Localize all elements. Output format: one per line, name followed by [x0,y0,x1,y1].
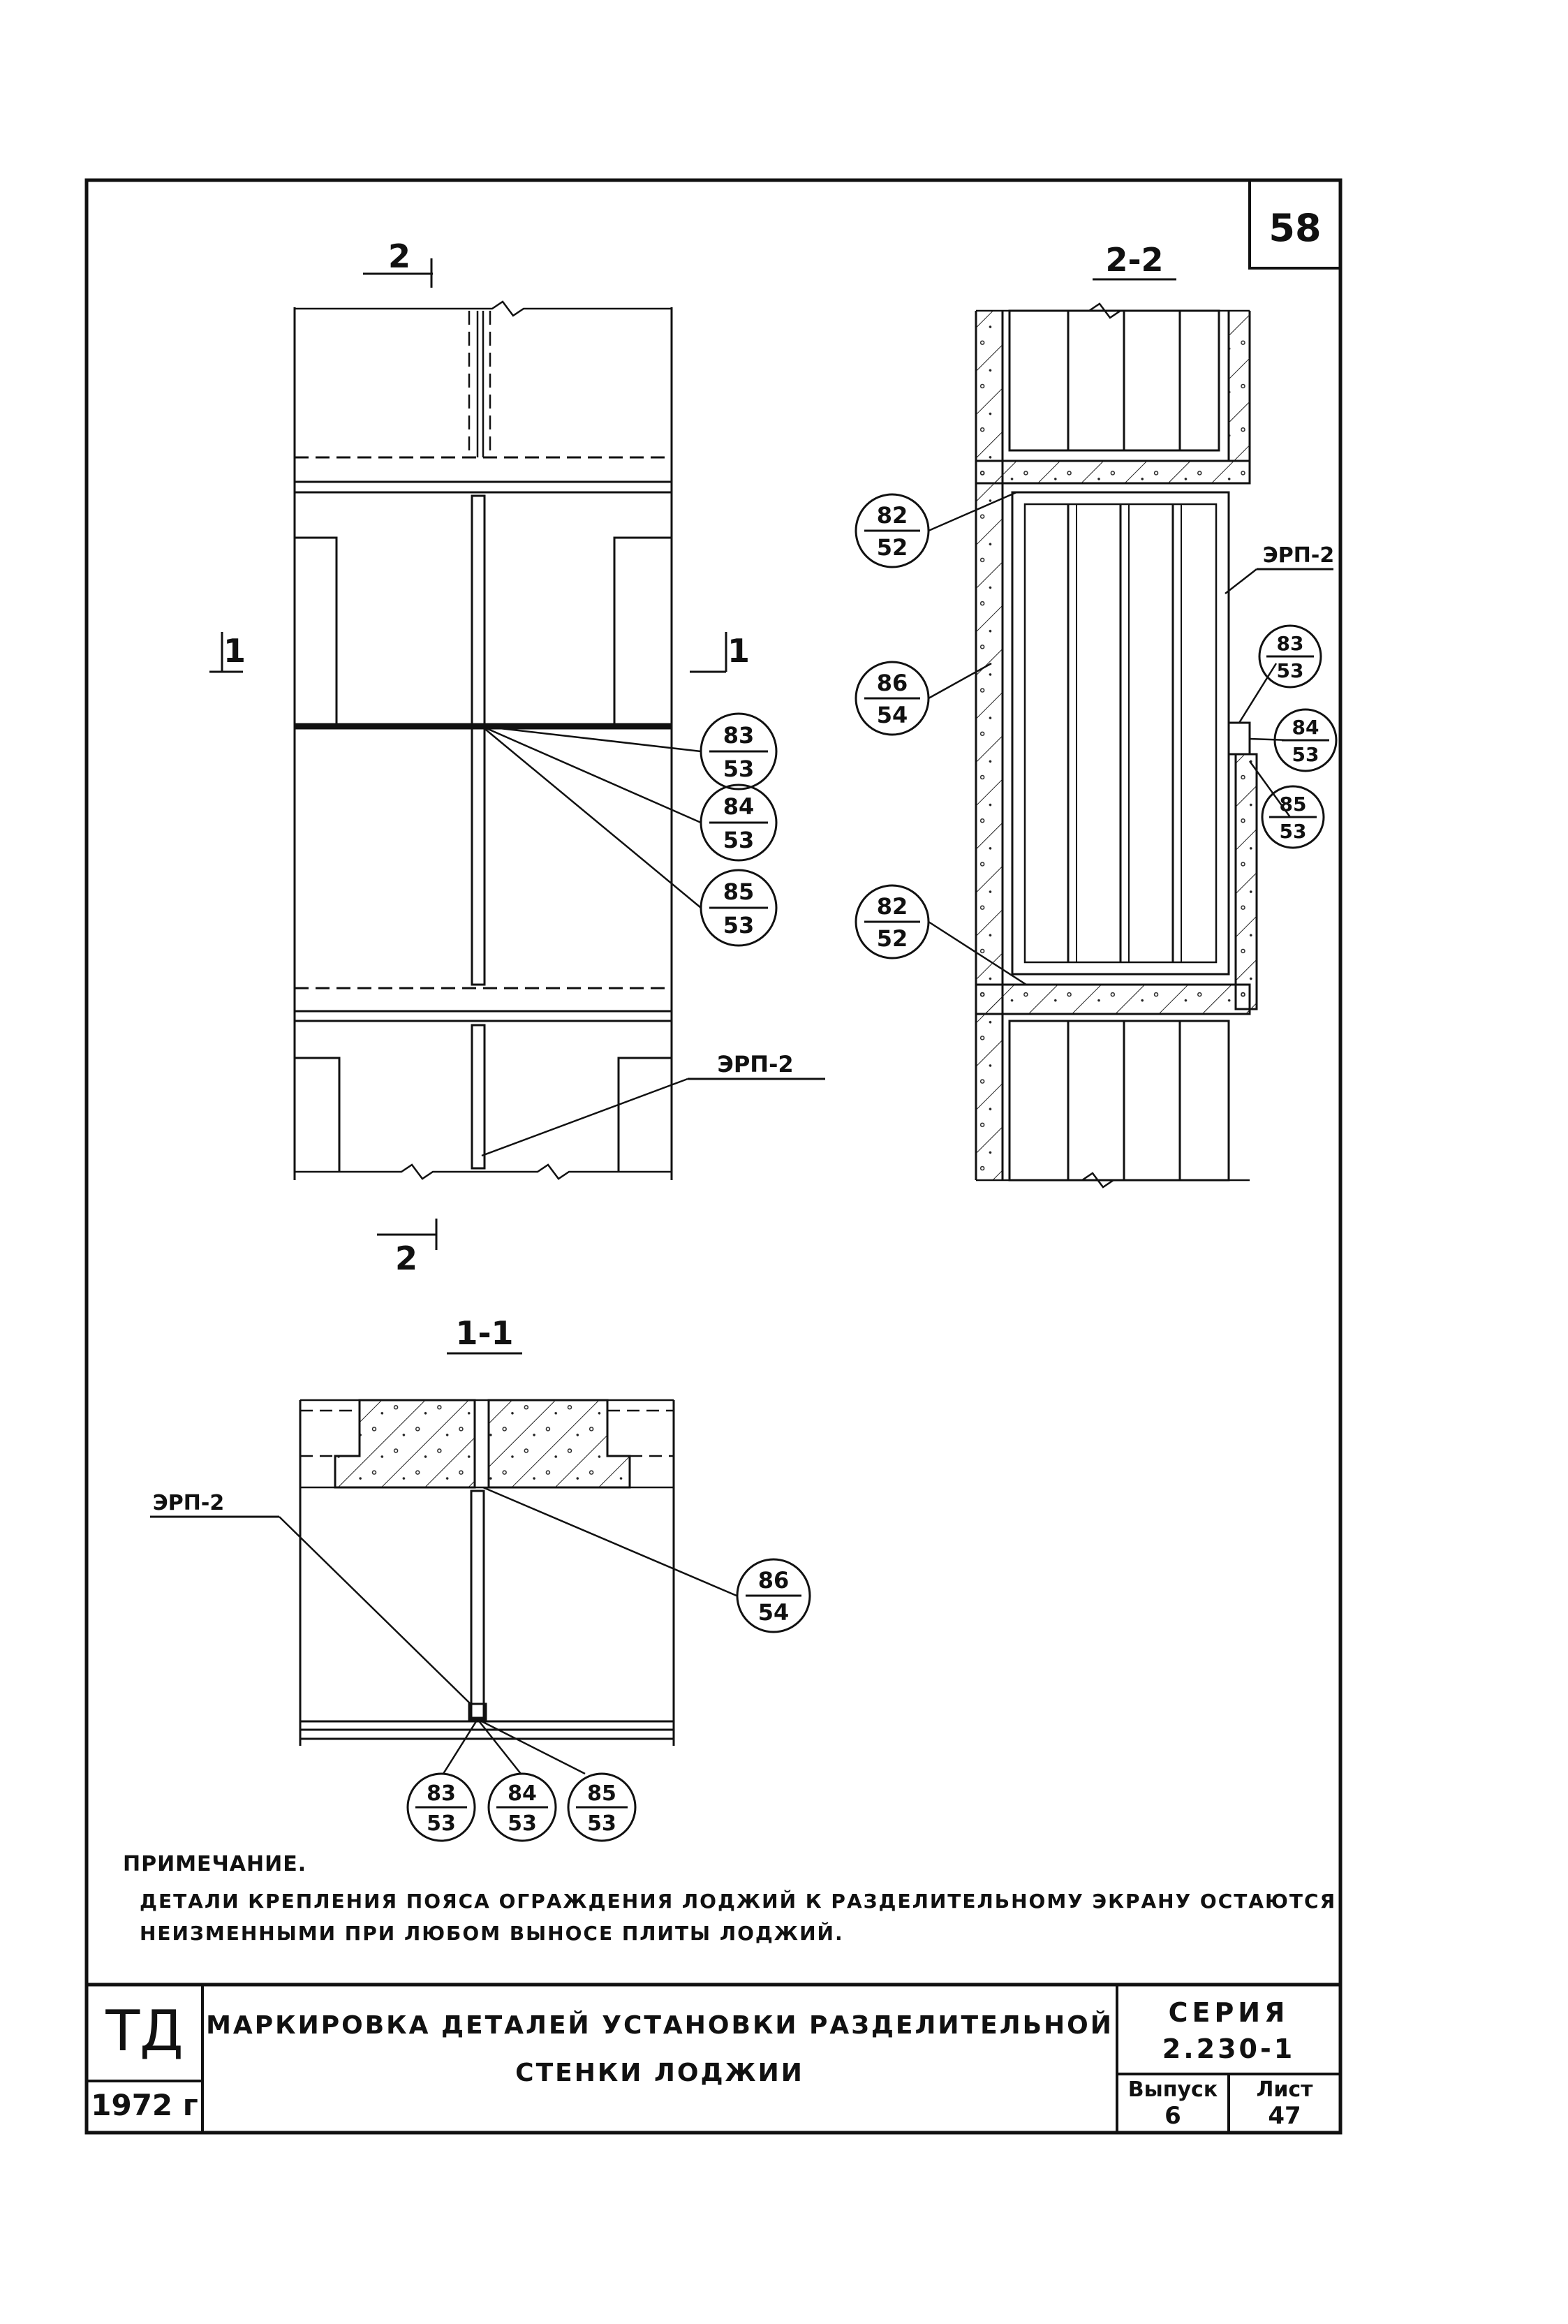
title-block-year: 1972 г [91,2088,198,2122]
s22-callout-85-53: 85 53 [1261,785,1325,849]
sheet-number: 58 [1269,206,1321,250]
s11-callout-83-53: 83 53 [406,1772,476,1842]
svg-text:84: 84 [1292,716,1319,739]
title-block-sheet-value: 47 [1268,2102,1301,2130]
title-block-title-line-2: СТЕНКИ ЛОДЖИИ [515,2059,804,2087]
svg-text:86: 86 [758,1567,790,1594]
title-block-org: ТД [105,1999,184,2064]
plan-callout-84-53: 84 53 [700,784,778,862]
section-1-1-panel-label: ЭРП-2 [153,1491,224,1515]
svg-text:82: 82 [877,893,908,920]
s11-callout-84-53: 84 53 [487,1772,557,1842]
note-line-1: ДЕТАЛИ КРЕПЛЕНИЯ ПОЯСА ОГРАЖДЕНИЯ ЛОДЖИЙ… [140,1890,1337,1913]
svg-text:53: 53 [723,756,755,782]
note-title: ПРИМЕЧАНИЕ. [123,1852,307,1876]
section-1-1: 1-1 ЭРП-2 8 [150,1314,811,1842]
svg-text:53: 53 [427,1811,456,1836]
svg-text:52: 52 [877,925,908,952]
svg-text:52: 52 [877,534,908,561]
svg-text:54: 54 [877,702,908,728]
title-block-sheet-label: Лист [1256,2077,1313,2102]
svg-text:85: 85 [723,878,755,905]
title-block-lines [87,1983,1340,2133]
section-mark-top: 2 [388,237,411,275]
section-2-2-panel-label: ЭРП-2 [1263,543,1334,568]
svg-text:85: 85 [1280,793,1307,816]
svg-text:53: 53 [723,827,755,853]
s22-callout-86-54: 86 54 [855,661,930,736]
title-block-issue-value: 6 [1164,2102,1181,2130]
title-block-series-label: СЕРИЯ [1168,1997,1289,2028]
section-mark-bottom: 2 [395,1240,417,1277]
section-mark-right: 1 [727,632,750,670]
section-2-2-title: 2-2 [1105,241,1163,279]
sheet-frame: 58 [84,178,1343,2135]
svg-text:83: 83 [1277,632,1304,655]
svg-text:86: 86 [877,670,908,696]
plan-panel-label: ЭРП-2 [717,1051,793,1078]
s22-callout-82-52-bottom: 82 52 [855,884,930,959]
s11-callout-85-53: 85 53 [567,1772,637,1842]
svg-text:54: 54 [758,1599,790,1626]
svg-text:85: 85 [587,1781,616,1806]
title-block-series-value: 2.230-1 [1162,2034,1296,2064]
svg-text:83: 83 [427,1781,456,1806]
svg-text:84: 84 [723,793,755,820]
plan-callout-83-53: 83 53 [700,712,778,790]
svg-text:53: 53 [587,1811,616,1836]
svg-text:53: 53 [1277,659,1304,682]
svg-text:53: 53 [723,912,755,939]
s22-callout-84-53: 84 53 [1273,708,1338,772]
section-1-1-title: 1-1 [455,1314,513,1352]
title-block-title-line-1: МАРКИРОВКА ДЕТАЛЕЙ УСТАНОВКИ РАЗДЕЛИТЕЛЬ… [206,2011,1114,2040]
svg-text:53: 53 [1280,820,1307,843]
title-block-issue-label: Выпуск [1127,2077,1218,2102]
note-line-2: НЕИЗМЕННЫМИ ПРИ ЛЮБОМ ВЫНОСЕ ПЛИТЫ ЛОДЖИ… [140,1922,844,1945]
plan-view: 2 2 1 1 ЭРП-2 83 53 84 53 [209,237,825,1277]
s22-callout-82-52-top: 82 52 [855,493,930,568]
s11-callout-86-54: 86 54 [736,1558,811,1633]
svg-text:82: 82 [877,502,908,529]
svg-text:53: 53 [1292,743,1319,766]
plan-callout-85-53: 85 53 [700,869,778,947]
svg-text:84: 84 [508,1781,537,1806]
section-mark-left: 1 [223,632,246,670]
section-2-2: 2-2 [855,241,1338,1189]
svg-text:53: 53 [508,1811,537,1836]
svg-text:83: 83 [723,722,755,749]
s22-callout-83-53: 83 53 [1258,624,1322,689]
